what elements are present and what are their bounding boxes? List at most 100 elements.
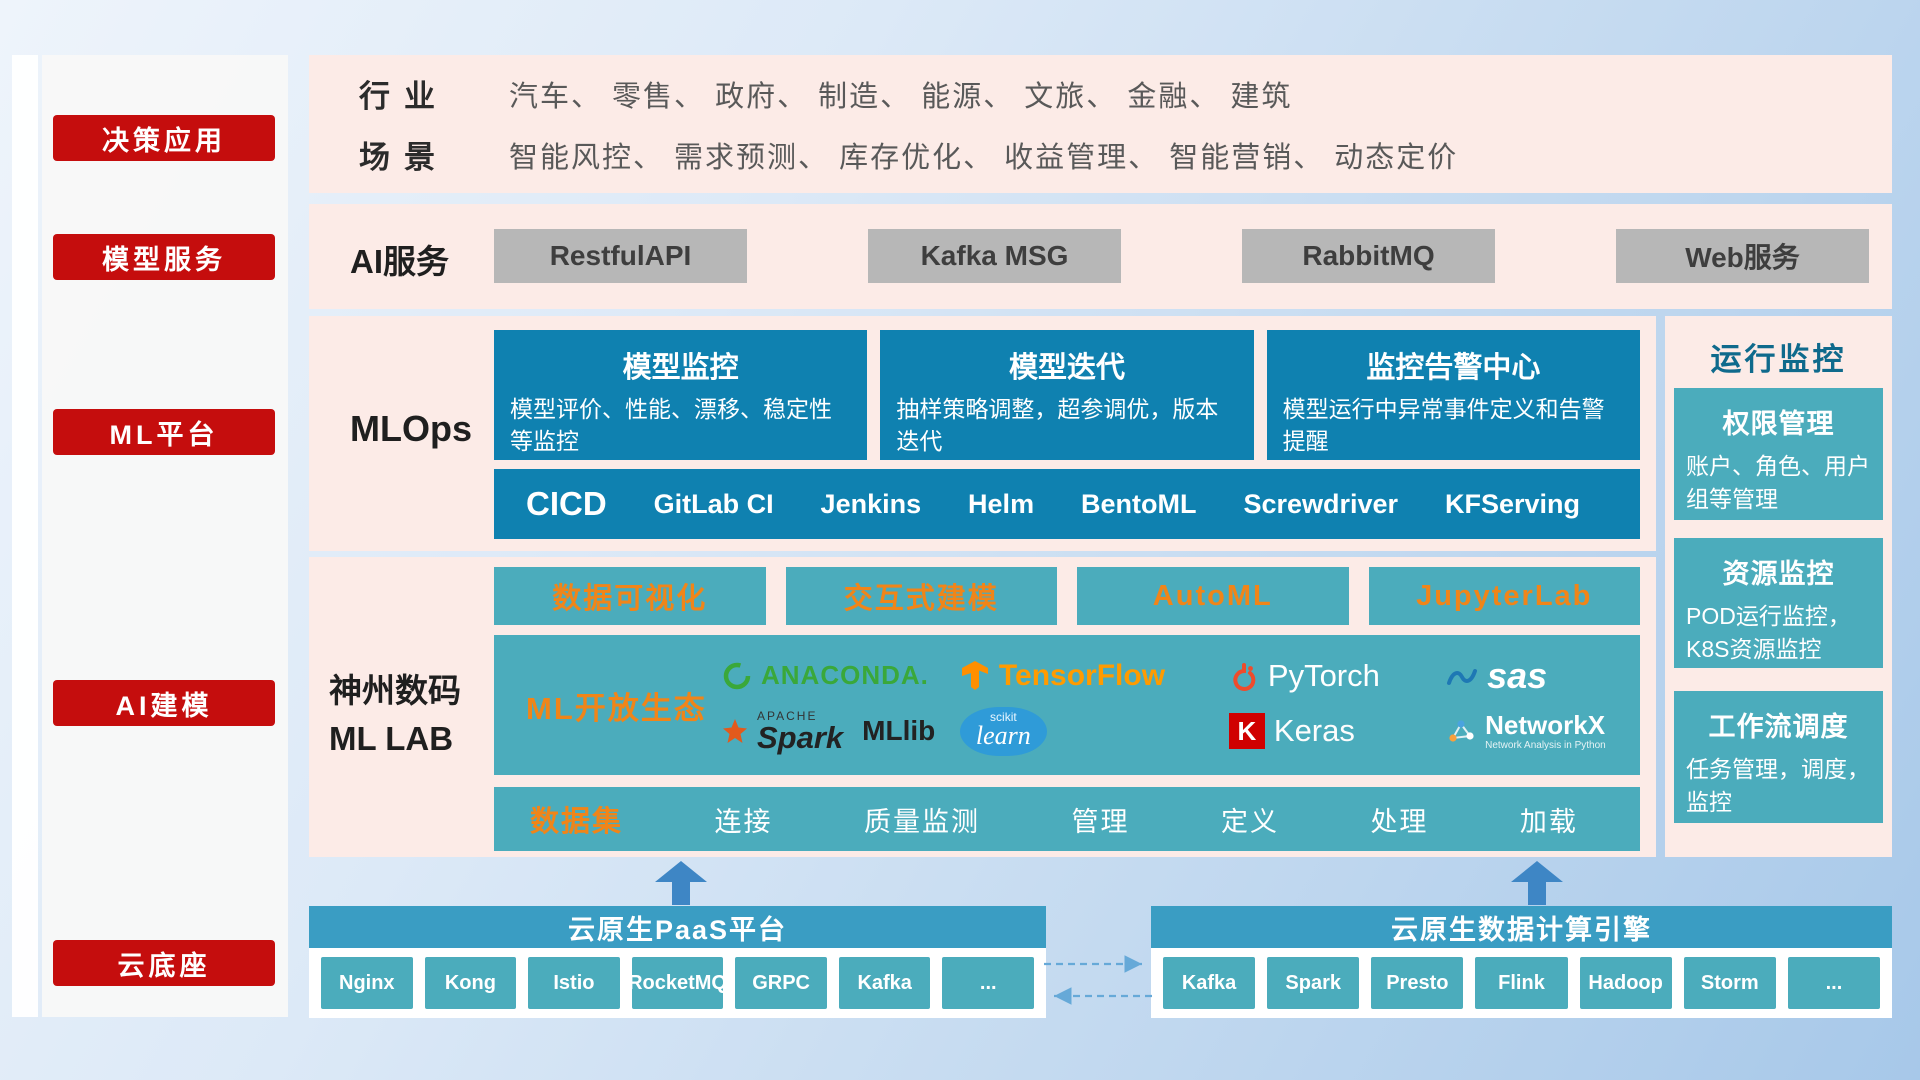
card-desc: 模型运行中异常事件定义和告警提醒 — [1282, 396, 1605, 454]
logo-tensorflow: TensorFlow — [960, 659, 1229, 693]
cicd-bentoml: BentoML — [1081, 488, 1197, 519]
paas-kong: Kong — [424, 957, 517, 1009]
ai-service-panel: AI服务 RestfulAPI Kafka MSG RabbitMQ Web服务 — [309, 204, 1892, 309]
service-restfulapi: RestfulAPI — [494, 229, 747, 283]
dataset-quality: 质量监测 — [863, 806, 980, 837]
dataset-manage: 管理 — [1071, 806, 1130, 837]
dataset-process: 处理 — [1370, 806, 1429, 837]
ml-ecosystem-box: ML开放生态 ANACONDA. TensorFlow PyTorch sas — [494, 635, 1640, 775]
tool-jupyterlab: JupyterLab — [1368, 567, 1640, 625]
mlops-cards: 模型监控 模型评价、性能、漂移、稳定性等监控 模型迭代 抽样策略调整，超参调优，… — [494, 330, 1640, 460]
scene-list: 智能风控、 需求预测、 库存优化、 收益管理、 智能营销、 动态定价 — [509, 141, 1459, 174]
sidebar-item-cloud-base: 云底座 — [53, 940, 275, 986]
networkx-subtitle: Network Analysis in Python — [1485, 739, 1606, 751]
card-desc: 模型评价、性能、漂移、稳定性等监控 — [510, 396, 832, 454]
scikit-label: scikit — [990, 709, 1017, 724]
service-kafka-msg: Kafka MSG — [868, 229, 1121, 283]
tool-data-visualization: 数据可视化 — [494, 567, 766, 625]
logo-pytorch: PyTorch — [1229, 658, 1446, 694]
card-title: 模型迭代 — [1008, 352, 1125, 384]
mllab-label-line1: 神州数码 — [329, 672, 461, 709]
up-arrow-left — [655, 861, 707, 905]
engine-kafka: Kafka — [1163, 957, 1256, 1009]
industry-label: 行业 — [359, 79, 449, 114]
runtime-monitoring-panel: 运行监控 权限管理 账户、角色、用户组等管理 资源监控 POD运行监控，K8S资… — [1665, 316, 1892, 857]
card-title: 权限管理 — [1722, 409, 1835, 439]
sidebar-item-decision-apps: 决策应用 — [53, 115, 275, 161]
paas-istio: Istio — [528, 957, 620, 1009]
card-permission-management: 权限管理 账户、角色、用户组等管理 — [1674, 388, 1883, 520]
anaconda-wordmark: ANACONDA. — [761, 660, 929, 690]
spark-wordmark: APACHE Spark — [757, 710, 843, 753]
scene-label: 场景 — [359, 140, 449, 175]
networkx-name: NetworkX — [1485, 710, 1606, 741]
dataset-row: 数据集 连接 质量监测 管理 定义 处理 加载 — [494, 787, 1640, 851]
card-desc: 账户、角色、用户组等管理 — [1686, 453, 1870, 512]
mllab-label: 神州数码 ML LAB — [329, 667, 489, 763]
paas-kafka: Kafka — [838, 957, 931, 1009]
dataset-define: 定义 — [1220, 806, 1279, 837]
ml-ecosystem-logos: ANACONDA. TensorFlow PyTorch sas — [722, 655, 1640, 756]
engine-spark: Spark — [1267, 957, 1360, 1009]
keras-wordmark: Keras — [1273, 713, 1355, 748]
sidebar-item-model-service: 模型服务 — [53, 234, 275, 280]
learn-label: learn — [975, 720, 1031, 750]
mllab-panel: 神州数码 ML LAB 数据可视化 交互式建模 AutoML JupyterLa… — [309, 557, 1656, 857]
left-accent-strip — [12, 55, 38, 1017]
card-title: 工作流调度 — [1708, 712, 1849, 742]
engine-storm: Storm — [1683, 957, 1776, 1009]
sas-icon — [1447, 668, 1478, 685]
tensorflow-icon — [961, 660, 988, 690]
keras-icon: K — [1228, 713, 1265, 749]
logo-anaconda: ANACONDA. — [722, 660, 960, 691]
sidebar: 决策应用 模型服务 ML平台 AI建模 云底座 — [42, 55, 288, 1017]
cicd-gitlab-ci: GitLab CI — [653, 488, 774, 519]
dataset-load: 加载 — [1519, 806, 1578, 837]
card-model-iteration: 模型迭代 抽样策略调整，超参调优，版本迭代 — [880, 330, 1254, 460]
mllab-tools: 数据可视化 交互式建模 AutoML JupyterLab — [494, 567, 1640, 625]
dataset-label: 数据集 — [530, 806, 624, 838]
card-model-monitoring: 模型监控 模型评价、性能、漂移、稳定性等监控 — [494, 330, 868, 460]
runtime-monitoring-title: 运行监控 — [1710, 342, 1847, 377]
scikit-learn-icon: scikit learn — [959, 706, 1047, 756]
paas-platform-items: Nginx Kong Istio RocketMQ GRPC Kafka ... — [309, 948, 1046, 1018]
card-desc: POD运行监控，K8S资源监控 — [1686, 603, 1851, 662]
logo-keras: K Keras — [1228, 713, 1446, 749]
paas-nginx: Nginx — [321, 957, 413, 1009]
spark-apache-label: APACHE — [757, 708, 818, 723]
card-resource-monitoring: 资源监控 POD运行监控，K8S资源监控 — [1674, 538, 1883, 668]
mllab-label-line2: ML LAB — [329, 719, 454, 757]
logo-scikit-learn: scikit learn — [959, 706, 1229, 756]
ai-service-label: AI服务 — [350, 243, 449, 280]
industry-scene-panel: 行业 汽车、 零售、 政府、 制造、 能源、 文旅、 金融、 建筑 场景 智能风… — [309, 55, 1892, 193]
networkx-wordmark: NetworkX Network Analysis in Python — [1485, 711, 1606, 751]
sidebar-item-ml-platform: ML平台 — [53, 409, 275, 455]
paas-grpc: GRPC — [735, 957, 827, 1009]
industry-row: 行业 汽车、 零售、 政府、 制造、 能源、 文旅、 金融、 建筑 — [359, 71, 1892, 116]
data-engine-header: 云原生数据计算引擎 — [1151, 906, 1892, 948]
engine-hadoop: Hadoop — [1579, 957, 1672, 1009]
spark-name: Spark — [757, 719, 844, 755]
tensorflow-wordmark: TensorFlow — [998, 658, 1166, 692]
service-rabbitmq: RabbitMQ — [1242, 229, 1495, 283]
up-arrow-right — [1511, 861, 1563, 905]
industry-list: 汽车、 零售、 政府、 制造、 能源、 文旅、 金融、 建筑 — [509, 80, 1293, 113]
engine-presto: Presto — [1371, 957, 1464, 1009]
ai-service-buttons: RestfulAPI Kafka MSG RabbitMQ Web服务 — [494, 229, 1869, 283]
card-desc: 任务管理，调度，监控 — [1686, 756, 1870, 815]
tool-automl: AutoML — [1077, 567, 1349, 625]
dataset-connect: 连接 — [714, 806, 773, 837]
engine-flink: Flink — [1475, 957, 1568, 1009]
pytorch-icon — [1233, 662, 1256, 691]
cicd-screwdriver: Screwdriver — [1243, 488, 1399, 519]
paas-more: ... — [942, 957, 1035, 1009]
logo-sas: sas — [1446, 655, 1622, 697]
cicd-label: CICD — [526, 485, 607, 522]
card-alert-center: 监控告警中心 模型运行中异常事件定义和告警提醒 — [1266, 330, 1640, 460]
engine-more: ... — [1787, 957, 1880, 1009]
mlops-label: MLOps — [350, 408, 472, 449]
service-web: Web服务 — [1616, 229, 1869, 283]
sas-wordmark: sas — [1487, 654, 1548, 696]
anaconda-icon — [723, 662, 751, 689]
data-engine-items: Kafka Spark Presto Flink Hadoop Storm ..… — [1151, 948, 1892, 1018]
